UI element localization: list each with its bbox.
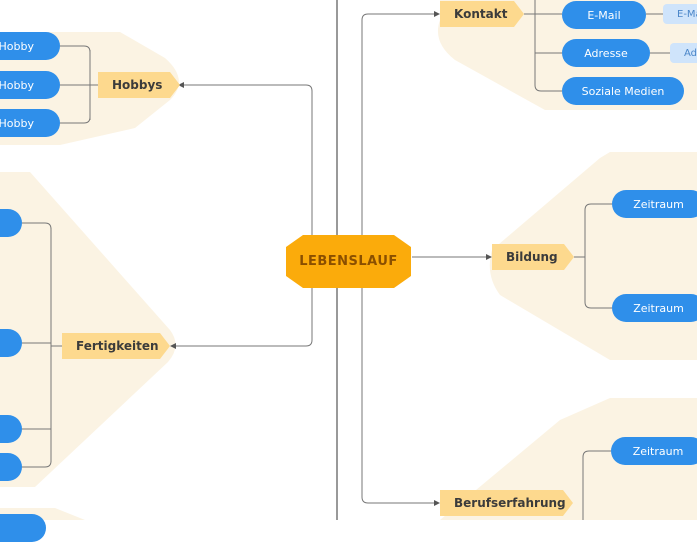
arrow-fertigkeiten — [170, 343, 176, 349]
fertigkeit-item-1[interactable] — [0, 209, 22, 237]
connector-hobbys — [182, 84, 313, 244]
bildung-item-zeitraum-2[interactable]: Zeitraum — [612, 294, 697, 322]
berufserfahrung-group-background — [440, 398, 697, 520]
branch-bildung[interactable]: Bildung — [492, 244, 574, 270]
kontakt-children-connector — [524, 0, 670, 92]
kontakt-subitem-email[interactable]: E-Ma — [663, 4, 697, 24]
fertigkeiten-children-connector — [22, 222, 62, 468]
fertigkeit-item-4[interactable] — [0, 453, 22, 481]
branch-kontakt[interactable]: Kontakt — [440, 1, 524, 27]
connector-berufserfahrung — [361, 285, 436, 504]
bildung-item-zeitraum-1[interactable]: Zeitraum — [612, 190, 697, 218]
branch-hobbys-label: Hobbys — [112, 78, 163, 92]
fertigkeit-item-2[interactable] — [0, 329, 22, 357]
kontakt-item-email[interactable]: E-Mail — [562, 1, 646, 29]
beruf-item-zeitraum-1[interactable]: Zeitraum — [611, 437, 697, 465]
fertigkeit-item-3[interactable] — [0, 415, 22, 443]
arrow-hobbys — [178, 82, 184, 88]
beruf-children-connector — [582, 450, 611, 520]
bottom-left-item[interactable] — [0, 514, 46, 542]
branch-fertigkeiten-label: Fertigkeiten — [76, 339, 159, 353]
kontakt-item-soziale-medien[interactable]: Soziale Medien — [562, 77, 684, 105]
bildung-children-connector — [574, 203, 612, 309]
branch-fertigkeiten[interactable]: Fertigkeiten — [62, 333, 170, 359]
connector-fertigkeiten — [172, 280, 313, 347]
branch-kontakt-label: Kontakt — [454, 7, 508, 21]
hobby-item-1[interactable]: Hobby — [0, 32, 60, 60]
center-node[interactable]: LEBENSLAUF — [285, 233, 412, 290]
center-node-label: LEBENSLAUF — [299, 254, 398, 269]
kontakt-subitem-adresse[interactable]: Ad — [670, 43, 697, 63]
arrow-kontakt — [434, 11, 440, 17]
branch-bildung-label: Bildung — [506, 250, 558, 264]
kontakt-item-adresse[interactable]: Adresse — [562, 39, 650, 67]
arrow-berufserfahrung — [434, 500, 440, 506]
branch-hobbys[interactable]: Hobbys — [98, 72, 180, 98]
connector-kontakt — [361, 13, 436, 240]
branch-berufserfahrung-label: Berufserfahrung — [454, 496, 566, 510]
fertigkeiten-group-background — [0, 172, 176, 487]
hobby-item-3[interactable]: r Hobby — [0, 109, 60, 137]
branch-berufserfahrung[interactable]: Berufserfahrung — [440, 490, 573, 516]
arrow-bildung — [486, 254, 492, 260]
hobbys-children-connector — [60, 45, 98, 124]
center-node-shape — [286, 235, 411, 288]
hobby-item-2[interactable]: Hobby — [0, 71, 60, 99]
